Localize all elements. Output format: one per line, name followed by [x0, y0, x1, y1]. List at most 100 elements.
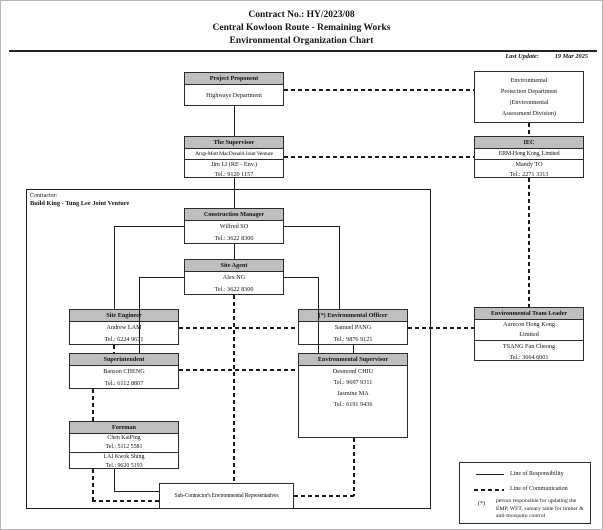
box-construction-manager: Construction Manager Wilfred SO Tel.: 36…	[184, 208, 284, 244]
person-name: Alex NG	[222, 274, 246, 281]
person-name: Desmond CHIU	[332, 368, 374, 375]
dashed-siteagent-subbox	[233, 295, 235, 483]
title-divider	[9, 50, 597, 52]
person-name: Andrew LAM	[106, 324, 142, 331]
person-name: TSANG Fan Cheong	[502, 343, 556, 350]
connector-eo-envsupervisor	[353, 345, 354, 353]
box-title: Site Agent	[185, 260, 283, 272]
chart-title: Environmental Organization Chart	[229, 36, 374, 46]
person-tel: Tel.: 9120 1157	[214, 171, 254, 178]
person-tel: Tel.: 2271 3313	[509, 171, 549, 178]
connector-sa-envsupervisor-v	[318, 277, 319, 353]
box-site-agent: Site Agent Alex NG Tel.: 3622 8300	[184, 259, 284, 295]
legend-communication-label: Line of Communication	[510, 486, 568, 492]
last-update-label: Last Update:	[505, 53, 539, 60]
connector-sa-envsupervisor-h	[284, 277, 318, 278]
box-the-supervisor: The Supervisor Arup-Mott MacDonald Joint…	[184, 136, 284, 178]
org-line: Protection Department	[500, 88, 558, 95]
box-environmental-team-leader: Environmental Team Leader Aurecon Hong K…	[474, 307, 584, 361]
dashed-epd-iec	[528, 123, 530, 136]
connector-sa-superintendent-h	[139, 277, 184, 278]
box-environmental-officer: (*) Environmental Officer Samuel PANG Te…	[298, 309, 408, 345]
dashed-superintendent-foreman	[92, 389, 94, 421]
dashed-envsup-subbox-h	[294, 495, 354, 497]
dashed-supervisor-iec	[284, 156, 474, 158]
org-name: Limited	[475, 330, 583, 341]
box-iec: IEC ERM-Hong Kong, Limited Mandy TO Tel.…	[474, 136, 584, 178]
legend-asterisk-note: person responsible for updating the EMP,…	[496, 498, 584, 519]
box-project-proponent: Project Proponent Highways Department	[184, 72, 284, 106]
last-update-value: 19 Mar 2025	[554, 53, 588, 60]
connector-cm-eo-v	[339, 226, 340, 309]
person-tel: Tel.: 6224 9671	[104, 336, 144, 343]
person-tel: Tel.: 9620 5193	[105, 463, 143, 469]
box-title: Superintendent	[70, 354, 178, 366]
person-tel: Tel.: 9697 9311	[333, 379, 373, 386]
box-environmental-protection-department: Environmental Protection Department (Env…	[474, 71, 584, 123]
person-name: Mandy TO	[515, 161, 543, 168]
person-name: Jim LI (RE - Env.)	[210, 161, 258, 168]
legend: Line of Responsibility Line of Communica…	[459, 462, 591, 524]
box-title: The Supervisor	[185, 137, 283, 149]
box-title: (*) Environmental Officer	[299, 310, 407, 322]
box-site-engineer: Site Engineer Andrew LAM Tel.: 6224 9671	[69, 309, 179, 345]
person-tel: Tel.: 3622 8300	[214, 286, 254, 293]
person-tel: Tel.: 6112 8807	[104, 380, 144, 387]
box-title: Environmental Supervisor	[299, 354, 407, 366]
connector-cm-siteengineer-h	[114, 226, 184, 227]
dashed-iec-etl	[528, 178, 530, 307]
contractor-label: Contractor:	[30, 193, 58, 199]
org-line: Environmental	[510, 77, 548, 84]
person-name: Jasmine MA	[337, 390, 369, 397]
person-tel: Tel.: 9876 9121	[333, 336, 373, 343]
org-name: Sub-Contractor's Environmental Represent…	[174, 493, 279, 499]
box-title: Site Engineer	[70, 310, 178, 322]
legend-asterisk: (*)	[478, 501, 485, 507]
connector-sa-superintendent-v	[139, 277, 140, 353]
dashed-eo-etl	[408, 327, 474, 329]
org-name: Aurecon Hong Kong	[503, 321, 555, 328]
person-tel: Tel.: 3664 6001	[509, 354, 549, 361]
box-title: Environmental Team Leader	[475, 308, 583, 320]
dashed-foreman-subbox-h	[92, 500, 159, 502]
dashed-foreman-subbox-v	[92, 469, 94, 501]
person-name: LAI Kwok Shing	[103, 454, 145, 460]
box-title: Construction Manager	[185, 209, 283, 221]
person-name: Chen KaiPing	[107, 435, 141, 441]
person-name: Banson CHENG	[103, 368, 145, 375]
org-name: Arup-Mott MacDonald Joint Venture	[185, 149, 283, 160]
dashed-pp-epd	[284, 89, 474, 91]
box-title: Foreman	[70, 422, 178, 434]
contract-number-title: Contract No.: HY/2023/08	[248, 10, 355, 20]
dashed-superintendent-envsup	[179, 369, 298, 371]
connector-cm-eo-h	[284, 226, 339, 227]
box-title: IEC	[475, 137, 583, 149]
org-line: (Environmental	[509, 99, 549, 106]
connector-supervisor-cm	[234, 178, 235, 208]
box-environmental-supervisor: Environmental Supervisor Desmond CHIU Te…	[298, 353, 408, 438]
legend-solid-line-sample	[476, 474, 504, 475]
dashed-se-superintendent	[113, 345, 115, 353]
box-superintendent: Superintendent Banson CHENG Tel.: 6112 8…	[69, 353, 179, 389]
dashed-se-eo	[179, 327, 298, 329]
org-line: Assessment Division)	[501, 110, 557, 117]
legend-responsibility-label: Line of Responsibility	[510, 471, 564, 477]
person-name: Samuel PANG	[334, 324, 372, 331]
person-tel: Tel.: 5112 5581	[70, 443, 178, 453]
connector-cm-siteagent	[234, 244, 235, 259]
project-title: Central Kowloon Route - Remaining Works	[212, 23, 391, 33]
connector-pp-supervisor	[234, 106, 235, 136]
connector-foreman-subbox-h	[114, 491, 159, 492]
org-name: Highways Department	[206, 92, 262, 99]
person-tel: Tel.: 6191 9436	[333, 401, 373, 408]
person-name: Wilfred SO	[219, 223, 249, 230]
dashed-envsup-subbox-v	[353, 438, 355, 496]
last-update: Last Update: 19 Mar 2025	[505, 53, 588, 60]
box-title: Project Proponent	[185, 73, 283, 85]
box-foreman: Foreman Chen KaiPing Tel.: 5112 5581 LAI…	[69, 421, 179, 469]
contractor-name: Build King - Tung Lee Joint Venture	[30, 200, 130, 207]
org-name: ERM-Hong Kong, Limited	[475, 149, 583, 160]
person-tel: Tel.: 3622 8300	[214, 235, 254, 242]
connector-cm-siteengineer-v	[114, 226, 115, 309]
